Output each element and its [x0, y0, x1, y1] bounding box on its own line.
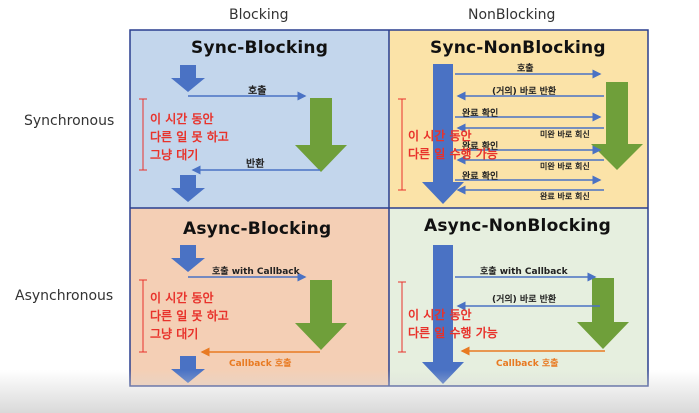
quadrant-sync-blocking-bg: [130, 30, 389, 208]
snb-check1-label: 완료 확인: [462, 109, 499, 119]
anb-call-label: 호출 with Callback: [480, 267, 568, 277]
snb-time-note: 이 시간 동안 다른 일 수행 가능: [408, 129, 498, 161]
ab-callee-arrow: [295, 280, 347, 350]
quadrant-sync-nonblocking-bg: [389, 30, 648, 208]
snb-reply3-label: 완료 바로 회신: [540, 192, 590, 201]
quadrant-async-blocking-bg: [130, 208, 389, 386]
sb-wait-note: 이 시간 동안 다른 일 못 하고 그냥 대기: [150, 112, 229, 162]
snb-reply2-label: 미완 바로 회신: [540, 162, 590, 171]
snb-check3-label: 완료 확인: [462, 172, 499, 182]
sync-nonblocking-title: Sync-NonBlocking: [430, 38, 606, 58]
snb-check2-label: 완료 확인: [462, 142, 499, 152]
sb-caller-arrow-bottom: [171, 175, 205, 202]
ab-caller-arrow-bottom: [171, 356, 205, 383]
anb-return-label: (거의) 바로 반환: [492, 295, 557, 305]
header-synchronous: Synchronous: [24, 113, 115, 129]
anb-caller-arrow: [422, 245, 464, 384]
sb-call-label: 호출: [248, 86, 267, 97]
snb-call-label: 호출: [517, 64, 534, 74]
snb-callee-arrow: [591, 82, 643, 170]
sb-return-label: 반환: [246, 159, 265, 170]
ab-wait-note: 이 시간 동안 다른 일 못 하고 그냥 대기: [150, 291, 229, 341]
anb-time-note: 이 시간 동안 다른 일 수행 가능: [408, 308, 498, 340]
header-asynchronous: Asynchronous: [15, 288, 114, 304]
sb-callee-arrow: [295, 98, 347, 172]
bottom-fade: [0, 370, 699, 413]
snb-reply1-label: 미완 바로 회신: [540, 130, 590, 139]
async-nonblocking-title: Async-NonBlocking: [424, 216, 611, 236]
ab-caller-arrow-top: [171, 245, 205, 272]
snb-return-label: (거의) 바로 반환: [492, 87, 557, 97]
header-nonblocking: NonBlocking: [468, 7, 556, 23]
ab-call-label: 호출 with Callback: [212, 267, 300, 277]
sync-blocking-title: Sync-Blocking: [191, 38, 329, 58]
ab-callback-label: Callback 호출: [229, 359, 292, 369]
sb-caller-arrow-top: [171, 65, 205, 92]
async-blocking-title: Async-Blocking: [183, 219, 332, 239]
anb-callee-arrow: [577, 278, 629, 349]
snb-caller-arrow: [422, 64, 464, 204]
header-blocking: Blocking: [229, 7, 289, 23]
anb-callback-label: Callback 호출: [496, 359, 559, 369]
